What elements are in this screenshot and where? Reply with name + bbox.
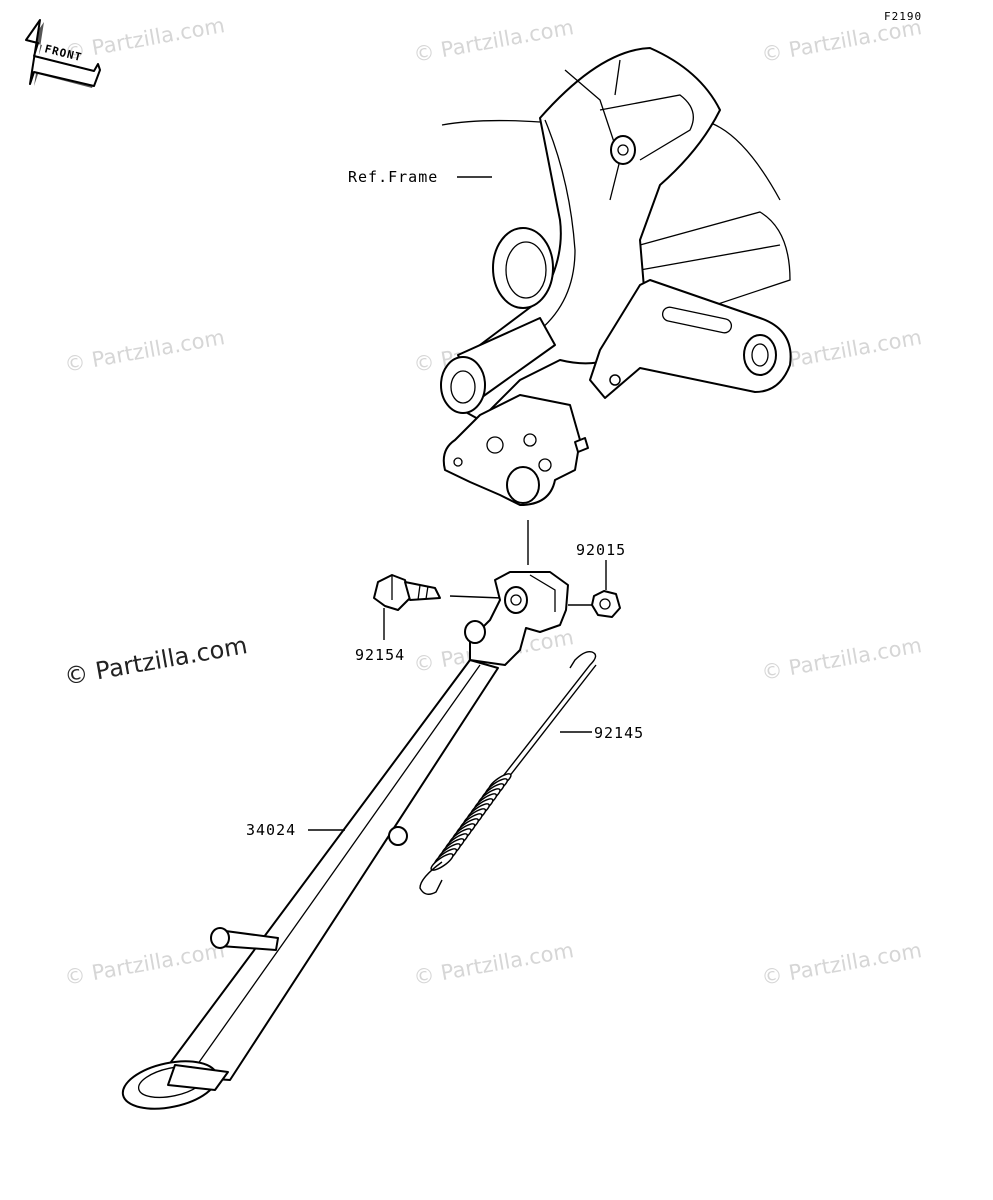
diagram-code: F2190: [884, 10, 922, 23]
bolt-92154: [373, 574, 441, 611]
watermarks: © Partzilla.com © Partzilla.com © Partzi…: [63, 13, 924, 990]
watermark: © Partzilla.com: [412, 938, 576, 990]
label-ref-frame: Ref.Frame: [348, 168, 438, 186]
watermark: © Partzilla.com: [760, 938, 924, 990]
label-92145: 92145: [594, 724, 644, 742]
watermark: © Partzilla.com: [412, 15, 576, 67]
watermark: © Partzilla.com: [760, 633, 924, 685]
label-92015: 92015: [576, 541, 626, 559]
spring-92145: [419, 650, 597, 895]
leader-bolt-bracket: [449, 595, 503, 599]
watermark: © Partzilla.com: [63, 938, 227, 990]
watermark-main: © Partzilla.com: [62, 631, 249, 691]
watermark: © Partzilla.com: [63, 13, 227, 65]
side-stand-34024: [121, 571, 569, 1110]
label-92154: 92154: [355, 646, 405, 664]
label-34024: 34024: [246, 821, 296, 839]
frame-reference: [440, 47, 792, 506]
nut-92015: [591, 590, 621, 618]
watermark: © Partzilla.com: [63, 325, 227, 377]
spring-coil: [430, 773, 512, 871]
